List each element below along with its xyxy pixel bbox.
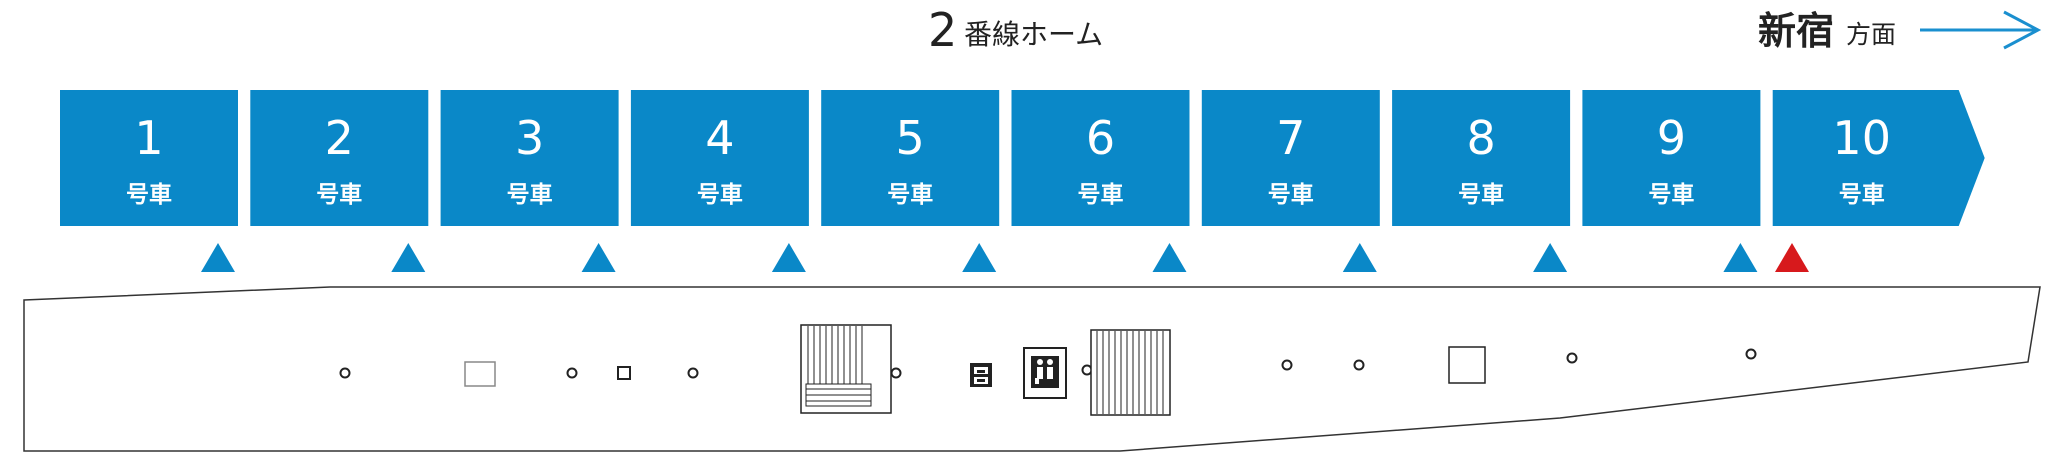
car-box [1772,90,1985,226]
door-marker [391,243,426,272]
pillar [687,367,699,379]
pillar [1353,359,1365,371]
elevator-icon [970,363,992,387]
car-number: 7 [1276,111,1305,165]
direction-indicator: 新宿 方面 [1758,9,2042,53]
car-box [821,90,1000,226]
car-2: 2 号車 [250,90,429,226]
car-10: 10 号車 [1772,90,1985,226]
door-marker [1342,243,1377,272]
platform-title: 2 番線ホーム [928,3,1103,57]
box [1448,346,1486,384]
car-label: 号車 [1458,182,1504,208]
platform-features [339,324,1757,416]
car-box [1392,90,1571,226]
car-box [250,90,429,226]
pillar [339,367,351,379]
car-4: 4 号車 [630,90,809,226]
stairs-escalator [800,324,892,414]
pillar [890,367,902,379]
pillar [566,367,578,379]
door-marker [1533,243,1568,272]
car-number: 9 [1657,111,1686,165]
bench [464,361,496,387]
car-number: 2 [325,111,354,165]
car-1: 1 号車 [60,90,238,226]
car-label: 号車 [1839,182,1885,208]
car-number: 10 [1832,111,1891,165]
car-label: 号車 [126,182,172,208]
car-label: 号車 [1648,182,1694,208]
car-box [630,90,809,226]
door-marker [771,243,806,272]
car-7: 7 号車 [1201,90,1380,226]
pillar [1566,352,1578,364]
car-box [1201,90,1380,226]
car-box [1582,90,1761,226]
car-box [1011,90,1190,226]
car-row: 1 号車 2 号車 3 号車 4 号車 5 号車 6 号車 7 号車 8 号車 9 号車 10 号車 [60,90,1985,226]
direction-station: 新宿 [1758,9,1834,53]
highlight-door-marker [1775,243,1809,272]
small-box [617,366,631,380]
pillar [1281,359,1293,371]
door-marker-row [201,243,1809,272]
car-number: 1 [134,111,163,165]
direction-suffix: 方面 [1846,20,1896,49]
platform-number: 2 [928,3,957,57]
car-label: 号車 [1078,182,1124,208]
door-marker [201,243,235,272]
car-number: 6 [1086,111,1115,165]
car-box [440,90,619,226]
door-marker [1723,243,1758,272]
car-number: 3 [515,111,544,165]
stairs [1090,329,1171,416]
pillar [1745,348,1757,360]
car-label: 号車 [1268,182,1314,208]
car-box [60,90,238,226]
car-label: 号車 [887,182,933,208]
car-9: 9 号車 [1582,90,1761,226]
platform-label: 番線ホーム [964,18,1103,51]
car-number: 8 [1466,111,1495,165]
door-marker [1152,243,1187,272]
car-number: 5 [896,111,925,165]
car-label: 号車 [507,182,553,208]
toilet-icon [1023,347,1067,399]
car-number: 4 [705,111,734,165]
car-label: 号車 [316,182,362,208]
car-8: 8 号車 [1392,90,1571,226]
direction-arrow-icon [1920,10,2042,50]
car-6: 6 号車 [1011,90,1190,226]
car-5: 5 号車 [821,90,1000,226]
door-marker [962,243,997,272]
car-3: 3 号車 [440,90,619,226]
car-label: 号車 [697,182,743,208]
door-marker [581,243,616,272]
